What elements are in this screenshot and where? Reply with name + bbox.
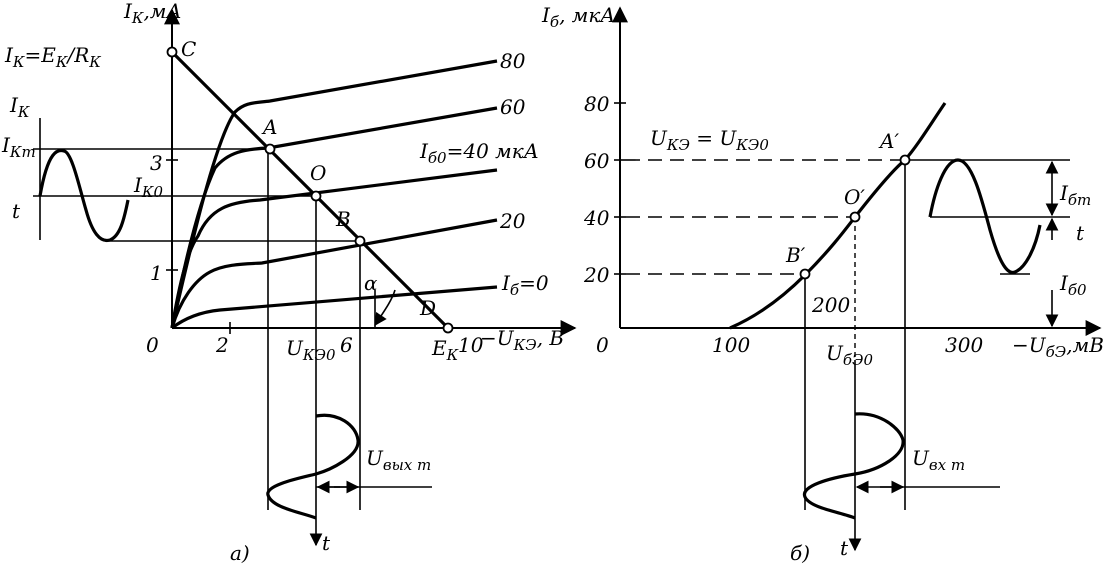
x-tick-2: 2 (215, 333, 229, 357)
point-a (264, 143, 276, 155)
point-o (310, 190, 322, 202)
load-line-formula: IК=EК/RК (4, 43, 101, 71)
point-d-label: D (419, 296, 436, 320)
load-line (170, 50, 450, 330)
y-tick-60: 60 (584, 149, 610, 173)
output-characteristics-panel: IК,мА −UКЭ, В 0 2 6 10 1 3 80 60 20 Iб0=… (1, 0, 577, 565)
curve-label-20: 20 (499, 209, 526, 233)
y-axis-label: IК,мА (123, 0, 182, 27)
point-o-label: O (310, 161, 326, 185)
uout-label: Uвых m (366, 446, 431, 474)
ik-sinusoid (38, 148, 130, 243)
ikm-label: IКm (1, 133, 36, 161)
y-tick-3: 3 (150, 151, 163, 175)
y-tick-80: 80 (584, 92, 610, 116)
point-a-label: A (261, 115, 277, 139)
point-d (442, 322, 454, 334)
point-o-prime (849, 211, 861, 223)
panel-label-a: а) (230, 541, 250, 565)
curve-label-60: 60 (500, 95, 526, 119)
curve-label-40: Iб0=40 мкА (419, 139, 539, 167)
x-tick-6: 6 (340, 333, 353, 357)
curve-ib-40 (170, 168, 498, 329)
point-o-prime-label: O′ (844, 185, 865, 209)
origin-label-right: 0 (596, 333, 609, 357)
condition-label: UКЭ = UКЭ0 (650, 126, 769, 154)
point-b (354, 235, 366, 247)
alpha-arc (374, 289, 396, 327)
x-axis-label: −UКЭ, В (480, 326, 564, 354)
ik-label: IК (9, 93, 30, 121)
ib0-label: Iб0 (1059, 271, 1087, 299)
uout-sinusoid (266, 413, 360, 520)
panel-label-b: б) (790, 541, 810, 565)
uin-label: Uвх m (912, 446, 965, 474)
t-label-left: t (12, 199, 21, 223)
uke0-label: UКЭ0 (286, 336, 336, 364)
origin-label: 0 (146, 333, 159, 357)
uin-sinusoid (802, 412, 905, 520)
point-a-prime (899, 154, 911, 166)
ibm-label: Iбm (1059, 181, 1091, 209)
point-b-prime (799, 268, 811, 280)
y-axis-label-ib: Iб, мкА (541, 3, 615, 31)
curve-label-0: Iб=0 (501, 271, 549, 299)
x-tick-200: 200 (811, 293, 850, 317)
t-label-bottom-right: t (840, 536, 849, 560)
point-a-prime-label: A′ (878, 129, 899, 153)
alpha-label: α (364, 271, 378, 295)
point-b-prime-label: B′ (785, 243, 806, 267)
point-b-label: B (335, 207, 351, 231)
ik0-label: IК0 (133, 173, 164, 201)
y-tick-40: 40 (583, 206, 610, 230)
t-label-right: t (1076, 221, 1085, 245)
point-c-label: C (181, 37, 196, 61)
x-tick-10: 10 (458, 333, 484, 357)
ek-label: EК (431, 336, 459, 364)
y-tick-20: 20 (583, 263, 610, 287)
t-label-bottom-left: t (322, 531, 331, 555)
y-tick-1: 1 (150, 261, 163, 285)
x-tick-100: 100 (712, 333, 750, 357)
ib-sinusoid (928, 158, 1042, 275)
x-tick-300: 300 (945, 333, 983, 357)
input-characteristics-panel: Iб, мкА −UбЭ,мВ 0 100 200 300 20 40 60 8… (541, 3, 1104, 565)
ube0-label: UбЭ0 (826, 341, 873, 369)
curve-label-80: 80 (500, 49, 526, 73)
x-axis-label-ube: −UбЭ,мВ (1012, 333, 1104, 361)
curve-ib-20 (170, 218, 498, 329)
point-c (166, 46, 178, 58)
curve-ib-0 (171, 285, 498, 330)
